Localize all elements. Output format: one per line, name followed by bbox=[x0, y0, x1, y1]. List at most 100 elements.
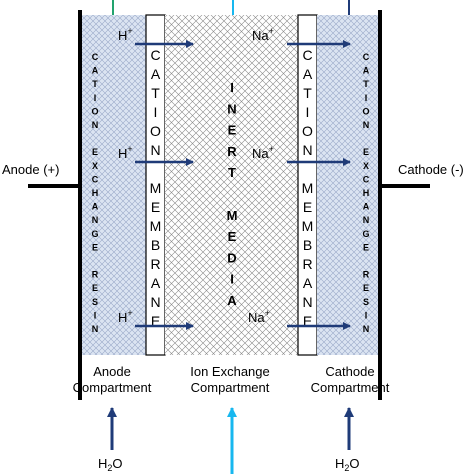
vertical-label-letter: C bbox=[92, 52, 99, 62]
vertical-label-letter: E bbox=[363, 283, 369, 293]
hydrogen-symbol: H bbox=[118, 310, 127, 325]
vertical-label-letter: N bbox=[150, 142, 160, 158]
vertical-label-letter: I bbox=[230, 80, 234, 95]
sodium-symbol: Na bbox=[252, 146, 269, 161]
vertical-label-letter: C bbox=[302, 47, 312, 63]
vertical-label-letter: A bbox=[92, 66, 99, 76]
hydrogen-symbol: H bbox=[118, 28, 127, 43]
vertical-label-letter: E bbox=[92, 242, 98, 252]
vertical-label-letter: T bbox=[303, 85, 312, 101]
vertical-label-letter: N bbox=[227, 101, 236, 116]
water-subscript: 2 bbox=[107, 463, 112, 473]
vertical-label-letter: C bbox=[150, 47, 160, 63]
hydrogen-charge: + bbox=[127, 144, 132, 154]
sodium-ion-bottom: Na+ bbox=[248, 308, 270, 325]
vertical-label-letter: A bbox=[303, 66, 313, 82]
vertical-label-letter: R bbox=[302, 256, 312, 272]
vertical-label-letter: E bbox=[92, 147, 98, 157]
vertical-label-letter: I bbox=[306, 104, 310, 120]
vertical-label-letter: B bbox=[303, 237, 312, 253]
vertical-label-letter: I bbox=[94, 310, 97, 320]
vertical-label-letter: G bbox=[91, 229, 98, 239]
svg-text:Na+: Na+ bbox=[248, 308, 270, 325]
water-h: H bbox=[98, 456, 107, 471]
vertical-label-letter: O bbox=[150, 123, 161, 139]
vertical-label-letter: T bbox=[92, 79, 98, 89]
inert-media-region bbox=[165, 15, 298, 355]
hydrogen-ion-top: H+ bbox=[118, 26, 133, 43]
vertical-label-letter: E bbox=[228, 229, 237, 244]
vertical-label-letter: H bbox=[363, 188, 370, 198]
vertical-label-letter: O bbox=[302, 123, 313, 139]
water-subscript: 2 bbox=[344, 463, 349, 473]
vertical-label-letter: C bbox=[363, 174, 370, 184]
water-o: O bbox=[349, 456, 359, 471]
vertical-label-letter: I bbox=[365, 310, 368, 320]
vertical-label-letter: M bbox=[302, 180, 314, 196]
vertical-label-letter: E bbox=[92, 283, 98, 293]
hydrogen-ion-bottom: H+ bbox=[118, 308, 133, 325]
vertical-label-letter: A bbox=[151, 275, 161, 291]
hydrogen-symbol: H bbox=[118, 146, 127, 161]
vertical-label-letter: N bbox=[92, 120, 99, 130]
vertical-label-letter: M bbox=[227, 208, 238, 223]
vertical-label-letter: N bbox=[363, 215, 370, 225]
vertical-label-letter: I bbox=[154, 104, 158, 120]
svg-text:Na+: Na+ bbox=[252, 144, 274, 161]
vertical-label-letter: S bbox=[92, 297, 98, 307]
vertical-label-letter: N bbox=[302, 294, 312, 310]
ion-exchange-compartment-label-line1: Ion Exchange bbox=[190, 364, 270, 379]
vertical-label-letter: E bbox=[303, 199, 312, 215]
sodium-ion-middle: Na+ bbox=[252, 144, 274, 161]
vertical-label-letter: N bbox=[363, 324, 370, 334]
sodium-ion-top: Na+ bbox=[252, 26, 274, 43]
anode-compartment-label-line2: Compartment bbox=[73, 380, 152, 395]
vertical-label-letter: R bbox=[92, 270, 99, 280]
vertical-label-letter: R bbox=[227, 144, 237, 159]
vertical-label-letter: T bbox=[228, 165, 236, 180]
vertical-label-letter: I bbox=[94, 93, 97, 103]
cathode-terminal-label: Cathode (-) bbox=[398, 162, 464, 177]
vertical-label-letter: H bbox=[92, 188, 99, 198]
vertical-label-letter: O bbox=[362, 106, 369, 116]
anode-terminal-label: Anode (+) bbox=[2, 162, 59, 177]
vertical-label-letter: M bbox=[302, 218, 314, 234]
vertical-label-letter: E bbox=[363, 147, 369, 157]
vertical-label-letter: S bbox=[363, 297, 369, 307]
vertical-label-letter: X bbox=[363, 161, 369, 171]
vertical-label-letter: E bbox=[151, 199, 160, 215]
water-h: H bbox=[335, 456, 344, 471]
vertical-label-letter: E bbox=[303, 313, 312, 329]
vertical-label-letter: B bbox=[151, 237, 160, 253]
vertical-label-letter: X bbox=[92, 161, 98, 171]
vertical-label-letter: N bbox=[302, 142, 312, 158]
cathode-water-label: H2O bbox=[335, 456, 360, 473]
cathode-compartment-label-line2: Compartment bbox=[311, 380, 390, 395]
svg-text:Na+: Na+ bbox=[252, 26, 274, 43]
vertical-label-letter: R bbox=[363, 270, 370, 280]
vertical-label-letter: T bbox=[363, 79, 369, 89]
vertical-label-letter: A bbox=[363, 66, 370, 76]
anode-resin-region bbox=[80, 15, 146, 355]
vertical-label-letter: N bbox=[150, 294, 160, 310]
anode-compartment-label-line1: Anode bbox=[93, 364, 131, 379]
vertical-label-letter: N bbox=[92, 324, 99, 334]
vertical-label-letter: A bbox=[227, 293, 237, 308]
cathode-compartment-label-line1: Cathode bbox=[325, 364, 374, 379]
vertical-label-letter: A bbox=[303, 275, 313, 291]
vertical-label-letter: I bbox=[365, 93, 368, 103]
svg-text:H+: H+ bbox=[118, 144, 133, 161]
vertical-label-letter: G bbox=[362, 229, 369, 239]
vertical-label-letter: N bbox=[92, 215, 99, 225]
sodium-symbol: Na bbox=[252, 28, 269, 43]
vertical-label-letter: R bbox=[150, 256, 160, 272]
hydrogen-charge: + bbox=[127, 308, 132, 318]
vertical-label-letter: C bbox=[92, 174, 99, 184]
vertical-label-letter: O bbox=[91, 106, 98, 116]
water-o: O bbox=[112, 456, 122, 471]
